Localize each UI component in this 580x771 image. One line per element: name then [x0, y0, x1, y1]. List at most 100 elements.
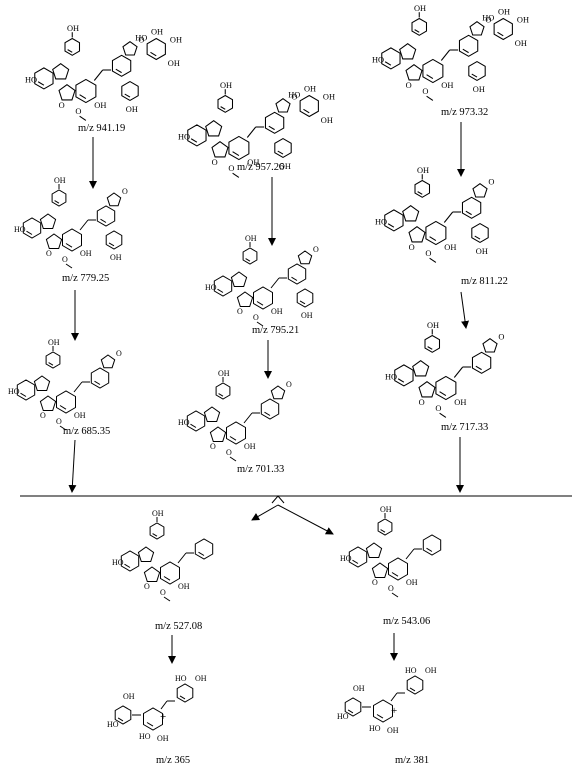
double-bond [426, 74, 434, 80]
oxygen-label: O [116, 349, 122, 358]
double-bond [218, 393, 224, 397]
hydroxyl-label: OH [126, 105, 138, 114]
hydroxyl-label: HO [482, 14, 494, 23]
hydroxyl-label: HO [205, 283, 217, 292]
hydroxyl-label: HO [337, 712, 349, 721]
hydroxyl-label: OH [110, 253, 122, 262]
methoxy-bond [256, 321, 264, 327]
resorcinol-ring [344, 697, 362, 717]
hydroxyl-label: OH [517, 16, 529, 25]
lactone-ring [39, 395, 57, 411]
double-bond [146, 722, 154, 727]
methoxy-label: O [422, 87, 428, 96]
mz-label-779: m/z 779.25 [62, 273, 109, 284]
mz-label-381: m/z 381 [395, 755, 429, 766]
double-bond [229, 436, 237, 441]
hydroxyl-label: OH [301, 311, 313, 320]
hydroxyl-label: HO [107, 720, 119, 729]
methoxy-label: O [253, 313, 259, 322]
double-bond [347, 709, 354, 714]
mz-label-941: m/z 941.19 [78, 123, 125, 134]
resorcinol-ring [348, 546, 368, 568]
vinyl-bond [177, 552, 187, 564]
double-bond [291, 276, 298, 281]
vinyl-bond [73, 381, 83, 393]
dihydrofuran-ring [33, 375, 51, 391]
double-bond [198, 551, 205, 556]
hydroxyl-label: OH [498, 7, 510, 16]
central-ring [253, 286, 273, 310]
hydroxyl-label: OH [80, 249, 92, 258]
hydroxyl-label: OH [271, 307, 283, 316]
mz-label-527: m/z 527.08 [155, 621, 202, 632]
hydroxyl-label: HO [139, 732, 151, 741]
hydroxyl-label: HO [178, 418, 190, 427]
double-bond [387, 223, 395, 228]
central-ring [425, 220, 447, 246]
mz-label-811: m/z 811.22 [461, 276, 508, 287]
dihydrofuran-ring [365, 542, 383, 558]
resorcinol-ring [406, 675, 424, 695]
central-ring [226, 421, 246, 445]
double-bond [439, 391, 447, 397]
resorcinol-ring [384, 209, 404, 232]
oxygen-label: O [409, 243, 415, 252]
methoxy-label: O [226, 448, 232, 457]
hydroxyl-label: OH [417, 166, 429, 175]
phenol-ring [414, 179, 431, 198]
lactone-ring [408, 226, 426, 243]
double-bond [475, 365, 482, 371]
oxygen-label: O [138, 36, 144, 45]
hydroxyl-label: OH [218, 369, 230, 378]
hydroxyl-label: OH [406, 578, 418, 587]
methoxy-label: O [425, 249, 431, 258]
hydroxyl-label: OH [380, 505, 392, 514]
hydroxyl-label: OH [151, 27, 163, 36]
phenol-ring [468, 60, 486, 82]
hydroxyl-label: OH [441, 81, 453, 90]
central-ring [160, 561, 180, 585]
aryl-ring [471, 351, 492, 374]
aryl-ring [90, 367, 110, 389]
phenol-ring [296, 288, 314, 308]
hydroxyl-label: OH [67, 24, 79, 33]
aryl-ring [194, 538, 214, 560]
double-bond [232, 151, 240, 157]
oxygen-label: O [485, 16, 491, 25]
methoxy-bond [391, 592, 399, 598]
double-bond [117, 717, 124, 722]
methoxy-bond [429, 257, 437, 263]
mz-label-685: m/z 685.35 [63, 426, 110, 437]
vinyl-bond [79, 219, 89, 231]
triol-ring [373, 699, 393, 723]
double-bond [384, 61, 392, 66]
double-bond [54, 200, 60, 204]
split-marker [271, 495, 285, 504]
vinyl-bond [405, 548, 415, 560]
glucose-ring [493, 17, 513, 41]
methoxy-label: O [228, 164, 234, 173]
resorcinol-ring [34, 67, 54, 90]
lactone-ring [275, 98, 291, 113]
vinyl-bond [453, 366, 464, 378]
dihydrofuran-ring [203, 406, 221, 422]
double-bond [26, 230, 33, 235]
oxygen-label: O [372, 578, 378, 587]
double-bond [264, 411, 271, 416]
central-ring [62, 228, 82, 252]
oxygen-label: O [313, 245, 319, 254]
double-bond [150, 51, 157, 57]
double-bond [426, 547, 433, 552]
hydroxyl-label: HO [8, 387, 20, 396]
lactone-ring [482, 338, 498, 353]
dihydrofuran-ring [230, 271, 248, 287]
methoxy-label: O [75, 107, 81, 116]
phenol-ring [217, 94, 234, 113]
resorcinol-ring [186, 410, 206, 432]
lactone-ring [209, 426, 227, 442]
